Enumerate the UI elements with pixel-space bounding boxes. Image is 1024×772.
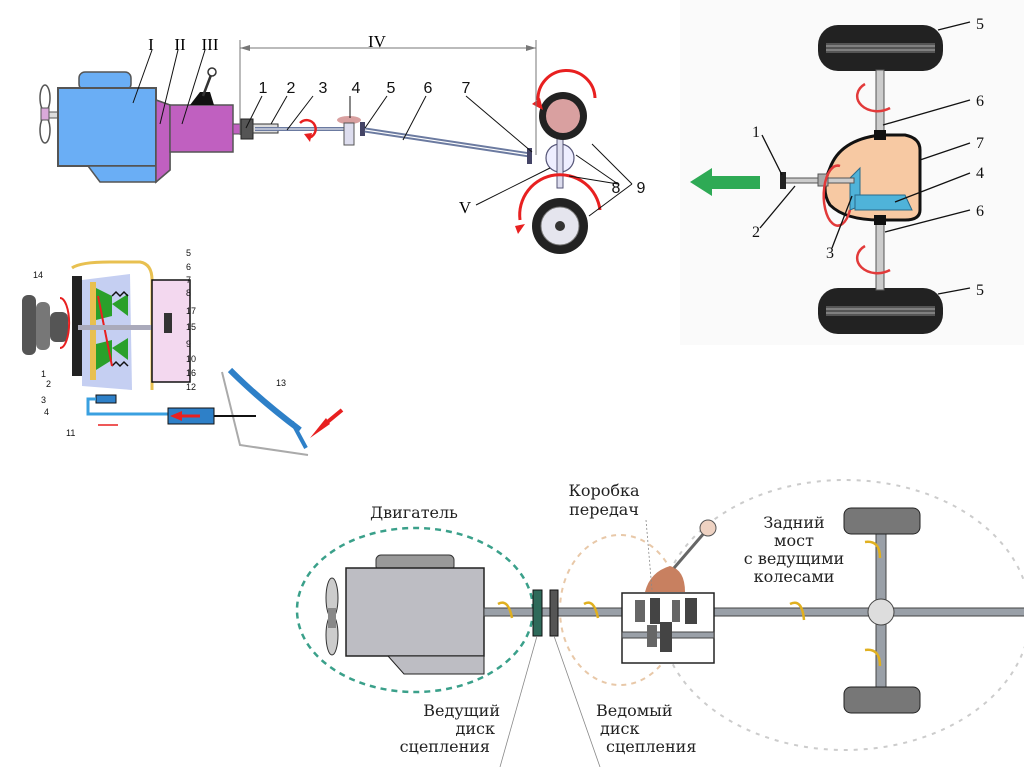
rotation-arrows [497, 540, 882, 667]
flywheel [72, 276, 82, 376]
clutch-pedal [227, 367, 302, 433]
clutch-label-4: 4 [44, 407, 49, 417]
driven-disc-label-3: сцепления [606, 737, 696, 756]
clutch-label-2: 2 [46, 379, 51, 389]
clutch-label-6: 6 [186, 262, 191, 272]
driven-disc [549, 589, 559, 637]
label-V: V [459, 198, 472, 217]
spring-icon [164, 313, 172, 333]
part-label-4: 4 [352, 80, 361, 97]
engine-label: Двигатель [370, 503, 458, 522]
tire-bottom [818, 288, 943, 334]
label-II: II [174, 35, 186, 54]
rear-axle-diagram: 1 2 3 4 5 6 7 5 6 [680, 0, 1024, 345]
tire-top [818, 25, 943, 71]
crankshaft [22, 295, 71, 355]
driving-disc-label-3: сцепления [400, 737, 490, 756]
gearbox-label-2: передач [569, 500, 639, 519]
drivetrain-svg: Двигатель Коробка передач Задний мост с … [295, 479, 1024, 768]
driving-disc-label-1: Ведущий [423, 701, 500, 720]
part-label-1: 1 [259, 80, 268, 97]
part-label-8: 8 [612, 180, 621, 197]
clutch-label-14: 14 [33, 270, 43, 280]
clutch-label-3: 3 [41, 395, 46, 405]
rear-axle-label-1: Задний [763, 513, 824, 532]
label-III: III [202, 35, 219, 54]
ring-gear [854, 194, 913, 211]
axle-label-5: 5 [976, 16, 984, 33]
universal-joint-1 [240, 118, 254, 140]
rear-axle [843, 507, 921, 714]
fan-icon [39, 84, 60, 144]
gearbox-block [169, 67, 234, 153]
engine [325, 554, 485, 675]
wheel-upper [843, 507, 921, 535]
leader-lines [132, 49, 633, 217]
transmission-layout-svg: I II III IV V 1 2 3 4 5 6 7 8 9 [39, 32, 646, 254]
rotation-arrow-icon [299, 118, 317, 140]
part-label-7: 7 [462, 80, 471, 97]
gearbox [621, 519, 717, 664]
drivetrain-diagram: Двигатель Коробка передач Задний мост с … [290, 470, 1024, 768]
clutch-label-17: 17 [186, 306, 196, 316]
clutch-label-8: 8 [186, 288, 191, 298]
gearbox-label-1: Коробка [568, 481, 640, 500]
axle-label-6b: 6 [976, 203, 984, 220]
clutch-label-16: 16 [186, 368, 196, 378]
driving-disc-label-2: диск [456, 719, 495, 738]
axle-label-5b: 5 [976, 282, 984, 299]
engine-block [57, 71, 157, 183]
rear-axle-svg: 1 2 3 4 5 6 7 5 6 [690, 16, 984, 334]
part-label-5: 5 [387, 80, 396, 97]
wheel-bottom [515, 173, 602, 254]
clutch-label-7: 7 [186, 275, 191, 285]
rear-axle-label-2: мост [774, 531, 814, 550]
axle-label-6: 6 [976, 93, 984, 110]
clutch-label-10: 10 [186, 354, 196, 364]
clutch-label-12: 12 [186, 382, 196, 392]
driving-disc [532, 589, 543, 637]
axle-label-4: 4 [976, 165, 984, 182]
axle-label-1: 1 [752, 124, 760, 141]
driven-disc-label-2: диск [600, 719, 639, 738]
clutch-label-5: 5 [186, 248, 191, 258]
rear-axle-label-3: с ведущими [744, 549, 844, 568]
clutch-label-15: 15 [186, 322, 196, 332]
clutch-label-13: 13 [276, 378, 286, 388]
part-label-2: 2 [287, 80, 296, 97]
transmission-layout-diagram: I II III IV V 1 2 3 4 5 6 7 8 9 [0, 20, 680, 270]
clutch-label-9: 9 [186, 339, 191, 349]
driven-disc-label-1: Ведомый [596, 701, 673, 720]
clutch-label-11: 11 [66, 428, 75, 438]
rear-axle-label-4: колесами [754, 567, 835, 586]
clutch-svg: 1 2 3 4 5 6 7 8 9 10 11 12 13 14 15 16 1… [22, 248, 344, 456]
axle-label-7: 7 [976, 135, 984, 152]
label-IV: IV [368, 32, 387, 51]
part-label-3: 3 [319, 80, 328, 97]
axle-label-3: 3 [826, 245, 834, 262]
rotation-arrow-icon [855, 82, 891, 113]
clutch-label-1: 1 [41, 369, 46, 379]
label-I: I [148, 35, 154, 54]
wheel-lower [843, 686, 921, 714]
direction-arrow-icon [690, 168, 760, 196]
clutch-diagram: 1 2 3 4 5 6 7 8 9 10 11 12 13 14 15 16 1… [0, 240, 370, 470]
part-label-6: 6 [424, 80, 433, 97]
wheel-top [532, 69, 597, 140]
axle-label-2: 2 [752, 224, 760, 241]
part-label-9: 9 [637, 180, 646, 197]
